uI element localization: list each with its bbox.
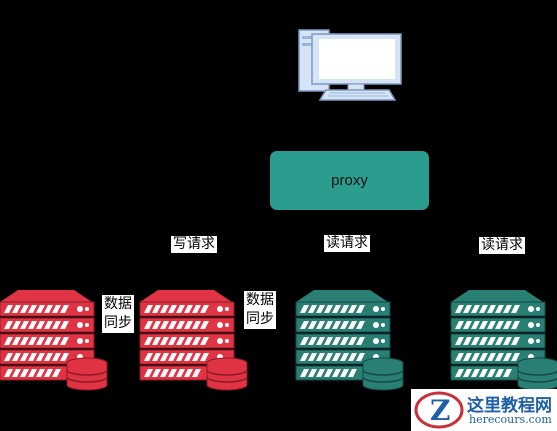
sync-label-1-line-1: 数据 <box>104 296 132 312</box>
watermark-logo-icon: Z <box>414 391 464 429</box>
watermark-logo-letter: Z <box>430 394 450 427</box>
sync-label-1-line-2: 同步 <box>104 315 132 331</box>
read-request-label-2: 读请求 <box>479 237 525 254</box>
proxy-node: proxy <box>270 151 429 210</box>
master-server-1 <box>0 289 108 391</box>
sync-label-2: 数据 同步 <box>244 291 276 329</box>
master-server-2 <box>139 289 248 391</box>
slave-server-2 <box>450 289 557 391</box>
watermark-title: 这里教程网 <box>467 396 552 416</box>
computer-icon <box>298 29 402 101</box>
watermark-url: herecours.com <box>469 413 552 426</box>
write-request-label: 写请求 <box>171 236 217 253</box>
sync-label-2-line-1: 数据 <box>246 292 274 308</box>
proxy-label: proxy <box>331 172 368 189</box>
read-request-label-1: 读请求 <box>324 235 370 252</box>
slave-server-1 <box>295 289 404 391</box>
watermark: Z 这里教程网 herecours.com <box>411 389 557 431</box>
sync-label-1: 数据 同步 <box>102 295 134 333</box>
sync-label-2-line-2: 同步 <box>246 311 274 327</box>
